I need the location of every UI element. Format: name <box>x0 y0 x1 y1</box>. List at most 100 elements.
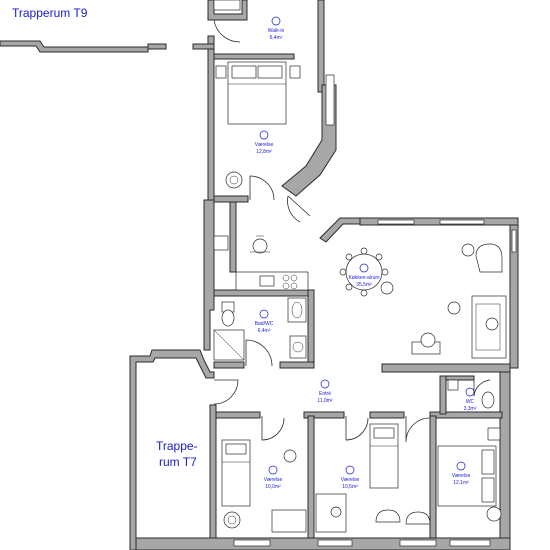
room-bed2: Værelse 10,0m² <box>264 465 283 490</box>
chair-a <box>360 247 368 255</box>
bath-sink <box>287 297 307 323</box>
wall-t7-right <box>209 404 217 550</box>
person-1-arms <box>250 235 270 253</box>
side-table-1 <box>461 243 475 257</box>
door-bed3 <box>345 416 369 441</box>
room-marker <box>259 309 269 319</box>
room-marker <box>271 16 281 26</box>
walkin-shelf <box>213 0 241 11</box>
wall-walkin-left-cap <box>192 43 215 50</box>
wall-wc-top <box>445 375 475 381</box>
wall-upper-left <box>0 40 149 53</box>
wall-bath-bottom <box>213 361 245 369</box>
wall-hall-bedrooms-4 <box>429 411 503 419</box>
room-name: Køkken-alrum <box>348 275 379 281</box>
door-t7 <box>213 379 239 405</box>
chair-3 <box>330 506 342 518</box>
plant-1 <box>225 171 243 189</box>
chair-c <box>339 268 347 276</box>
window-right-1 <box>511 229 517 253</box>
plant-2 <box>223 511 241 529</box>
wall-right-ext <box>509 224 519 369</box>
stairwell-t7-label-line2: rum T7 <box>159 455 197 469</box>
wc-toilet <box>481 391 495 409</box>
room-area: 6,4m² <box>258 328 271 334</box>
wall-bed1-right <box>317 0 325 93</box>
shower-diag <box>213 329 245 361</box>
bath-sink-bowl <box>291 301 303 319</box>
stove-4 <box>290 282 298 290</box>
wall-bed3-right <box>429 415 437 550</box>
room-marker <box>465 387 475 397</box>
room-name: Værelse <box>341 477 360 483</box>
wall-hall-bedrooms-3 <box>369 411 405 419</box>
furniture <box>213 0 507 533</box>
wall-right-lower <box>499 371 511 550</box>
wall-walkin-left <box>207 35 215 201</box>
window-bottom-2 <box>317 539 353 547</box>
door-hall-corner <box>287 195 311 223</box>
pillow-2 <box>225 443 247 455</box>
room-marker <box>359 263 369 273</box>
toilet-bowl <box>221 309 235 327</box>
door-bed4 <box>405 416 431 443</box>
room-marker <box>456 461 466 471</box>
room-name: WC <box>466 399 475 405</box>
stove-3 <box>282 282 290 290</box>
nightstand-2 <box>289 65 301 79</box>
wall-kitchen-top-right <box>359 217 519 226</box>
room-marker <box>268 465 278 475</box>
armchair-3b <box>405 511 431 525</box>
stairwell-t7-label-line1: Trappe- <box>156 439 198 453</box>
kitchen-side <box>213 235 229 251</box>
stove-2 <box>290 274 298 282</box>
wall-bath-bottom-r <box>279 361 315 369</box>
room-walkin: Walk-in 6,4m² <box>268 16 285 41</box>
wall-kitchen-top <box>319 217 361 243</box>
wall-walkin-bed1 <box>213 53 295 60</box>
wall-bed1-right-curve <box>281 84 337 197</box>
wall-t7-top <box>129 349 215 550</box>
door-bath <box>245 339 273 367</box>
room-kitchen: Køkken-alrum 35,5m² <box>348 263 380 288</box>
plant-4 <box>486 506 502 522</box>
wall-living-hall <box>381 363 511 373</box>
room-name: Værelse <box>255 142 274 148</box>
armchair-1 <box>475 243 503 273</box>
pillow-4b <box>481 477 495 503</box>
door-bed1 <box>249 175 275 201</box>
chair-e <box>345 253 353 261</box>
doors <box>213 19 491 443</box>
room-area: 12,1m² <box>453 480 469 486</box>
room-name: Værelse <box>264 477 283 483</box>
person-3 <box>420 332 436 348</box>
washer-drum <box>292 341 304 353</box>
person-4 <box>283 449 297 463</box>
desk-2 <box>271 509 307 533</box>
room-name: Walk-in <box>268 28 285 34</box>
room-bed3: Værelse 10,5m² <box>341 465 360 490</box>
kitchen-sink <box>259 275 275 287</box>
window-bottom-1 <box>233 539 271 547</box>
room-marker <box>345 465 355 475</box>
room-bed1: Værelse 12,8m² <box>255 130 274 155</box>
plant-1-inner <box>229 175 239 185</box>
wall-wc-left <box>439 375 447 415</box>
window-bed1 <box>325 74 335 126</box>
chair-d <box>381 268 389 276</box>
window-bottom-3 <box>399 539 437 547</box>
stool-1 <box>447 301 461 315</box>
armchair-3a <box>375 509 401 523</box>
wall-left-mid <box>203 199 215 351</box>
room-area: 10,0m² <box>265 484 281 490</box>
room-bed4: Værelse 12,1m² <box>452 461 471 486</box>
window-bottom-4 <box>449 539 491 547</box>
nightstand-1 <box>215 65 227 79</box>
chair-f <box>375 253 383 261</box>
nightstand-4 <box>487 427 501 441</box>
wall-bath-right <box>307 289 315 369</box>
wall-hall-bedrooms <box>215 411 261 419</box>
room-area: 11,0m² <box>317 398 333 404</box>
person-1 <box>252 238 268 254</box>
